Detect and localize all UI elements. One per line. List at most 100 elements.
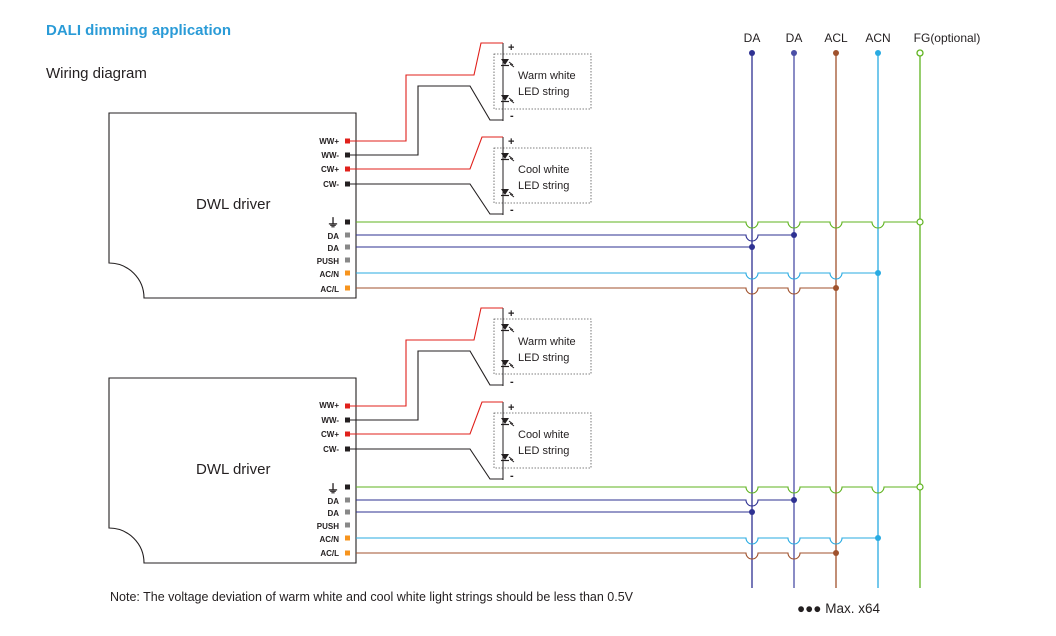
driver-1-terminal-acl: AC/L bbox=[320, 285, 339, 294]
diagram-subtitle: Wiring diagram bbox=[46, 65, 147, 82]
driver-2-terminal-pin-bottom-6 bbox=[345, 550, 350, 556]
driver-1-ww-plus-sign: + bbox=[508, 42, 515, 54]
driver-1-acn-junction bbox=[875, 270, 881, 276]
voltage-note: Note: The voltage deviation of warm whit… bbox=[110, 590, 633, 604]
driver-1-wire-acn bbox=[356, 272, 878, 280]
driver-1-ww-led-top-diode-icon bbox=[501, 59, 509, 65]
driver-1-wire-ww-minus bbox=[350, 85, 503, 156]
driver-1-wire-cw-minus bbox=[350, 183, 503, 215]
driver-1-terminal-acn: AC/N bbox=[319, 270, 339, 279]
driver-1-cw-led-bottom-ray-1 bbox=[508, 191, 514, 196]
driver-1-terminal-da-2: DA bbox=[327, 244, 339, 253]
driver-1-cw-led-top-ray-1 bbox=[508, 155, 514, 160]
driver-2-terminal-pin-top-4 bbox=[345, 446, 350, 452]
driver-2-cw-led-top-ray-1 bbox=[508, 420, 514, 425]
driver-2-terminal-pin-top-1 bbox=[345, 403, 350, 409]
bus-top-dot-da2 bbox=[791, 50, 797, 56]
driver-1-ww-led-bottom-ray-1 bbox=[508, 97, 514, 102]
max-devices-note: ●●● Max. x64 bbox=[797, 601, 880, 616]
driver-1-wire-acl bbox=[356, 287, 836, 295]
driver-2-cw-led-top-ray-2 bbox=[509, 422, 515, 427]
driver-2-ww-led-bottom-ray-1 bbox=[508, 362, 514, 367]
driver-1-terminal-ww-plus: WW+ bbox=[319, 137, 339, 146]
driver-1-terminal-pin-bottom-2 bbox=[345, 232, 350, 238]
driver-1-cw-minus-sign: - bbox=[510, 204, 514, 216]
driver-2-terminal-pin-bottom-2 bbox=[345, 497, 350, 503]
driver-1-terminal-push: PUSH bbox=[316, 257, 339, 266]
driver-2-ww-led-box bbox=[493, 318, 592, 375]
driver-2-wire-ww-minus bbox=[350, 350, 503, 421]
bus-label-acn: ACN bbox=[865, 31, 891, 45]
driver-2-ww-led-top-ray-2 bbox=[509, 328, 515, 333]
driver-2-fg-junction bbox=[916, 483, 924, 491]
driver-2-terminal-da-1: DA bbox=[327, 497, 339, 506]
driver-1-cw-led-bottom-diode-icon bbox=[501, 189, 509, 195]
driver-1-ww-led-bottom-ray-2 bbox=[509, 99, 515, 104]
driver-1-terminal-pin-top-3 bbox=[345, 166, 350, 172]
driver-1-terminal-pin-bottom-5 bbox=[345, 270, 350, 276]
driver-2-terminal-da-2: DA bbox=[327, 509, 339, 518]
driver-2-wire-cw-plus bbox=[350, 401, 503, 435]
driver-2-terminal-acl: AC/L bbox=[320, 549, 339, 558]
bus-top-dot-fg bbox=[916, 49, 924, 57]
driver-1-wire-da-2 bbox=[356, 234, 794, 242]
driver-1-terminal-pin-bottom-3 bbox=[345, 244, 350, 250]
driver-1-ww-led-box bbox=[493, 53, 592, 110]
driver-1-da1-junction bbox=[749, 244, 755, 250]
driver-2-terminal-pin-bottom-1 bbox=[345, 484, 350, 490]
driver-1-body bbox=[108, 112, 357, 299]
driver-1-cw-led-top-ray-2 bbox=[509, 157, 515, 162]
driver-2-ground-icon: ⏚ bbox=[326, 482, 339, 496]
driver-2-ww-led-bottom-ray-2 bbox=[509, 364, 515, 369]
driver-1-ww-led-top-ray-1 bbox=[508, 61, 514, 66]
driver-2-terminal-acn: AC/N bbox=[319, 535, 339, 544]
driver-1-terminal-cw-minus: CW- bbox=[323, 180, 339, 189]
driver-2-wire-da-2 bbox=[356, 499, 794, 507]
driver-1-cw-led-top-diode-icon bbox=[501, 153, 509, 159]
driver-2-label: DWL driver bbox=[196, 461, 271, 478]
driver-1-terminal-pin-top-1 bbox=[345, 138, 350, 144]
driver-1-terminal-pin-bottom-6 bbox=[345, 285, 350, 291]
driver-1-terminal-pin-top-4 bbox=[345, 181, 350, 187]
driver-2-cw-led-bottom-ray-1 bbox=[508, 456, 514, 461]
driver-1-terminal-pin-top-2 bbox=[345, 152, 350, 158]
driver-2-cw-led-top-diode-icon bbox=[501, 418, 509, 424]
driver-2-cw-minus-sign: - bbox=[510, 470, 514, 482]
driver-2-wire-ww-plus bbox=[350, 307, 503, 407]
driver-2-cw-led-bottom-ray-2 bbox=[509, 458, 515, 463]
driver-1-ww-led-bottom-diode-icon bbox=[501, 95, 509, 101]
bus-top-dot-acn bbox=[875, 50, 881, 56]
driver-2-da2-junction bbox=[791, 497, 797, 503]
driver-1-cw-plus-sign: + bbox=[508, 136, 515, 148]
driver-1-wire-ww-plus bbox=[350, 42, 503, 142]
driver-1-terminal-pin-bottom-4 bbox=[345, 257, 350, 263]
driver-2-wire-acn bbox=[356, 537, 878, 545]
driver-2-terminal-cw-minus: CW- bbox=[323, 445, 339, 454]
driver-1-terminal-ww-minus: WW- bbox=[321, 151, 339, 160]
driver-1-fg-junction bbox=[916, 218, 924, 226]
driver-2-acl-junction bbox=[833, 550, 839, 556]
driver-2-wire-acl bbox=[356, 552, 836, 560]
driver-1-label: DWL driver bbox=[196, 196, 271, 213]
driver-1-ground-icon: ⏚ bbox=[326, 216, 339, 230]
driver-2-cw-led-box bbox=[493, 412, 592, 469]
driver-2-terminal-pin-top-2 bbox=[345, 417, 350, 423]
driver-1-terminal-pin-bottom-1 bbox=[345, 219, 350, 225]
driver-2-body bbox=[108, 377, 357, 564]
driver-1-ww-led-top-ray-2 bbox=[509, 63, 515, 68]
driver-1-terminal-da-1: DA bbox=[327, 232, 339, 241]
driver-1-da2-junction bbox=[791, 232, 797, 238]
driver-2-terminal-pin-bottom-3 bbox=[345, 509, 350, 515]
driver-2-terminal-ww-plus: WW+ bbox=[319, 401, 339, 410]
driver-2-terminal-ww-minus: WW- bbox=[321, 416, 339, 425]
driver-2-wire-cw-minus bbox=[350, 448, 503, 480]
driver-2-da1-junction bbox=[749, 509, 755, 515]
driver-2-ww-led-top-ray-1 bbox=[508, 326, 514, 331]
driver-1-terminal-cw-plus: CW+ bbox=[321, 165, 339, 174]
driver-2-terminal-cw-plus: CW+ bbox=[321, 430, 339, 439]
driver-1-acl-junction bbox=[833, 285, 839, 291]
bus-label-acl: ACL bbox=[824, 31, 848, 45]
